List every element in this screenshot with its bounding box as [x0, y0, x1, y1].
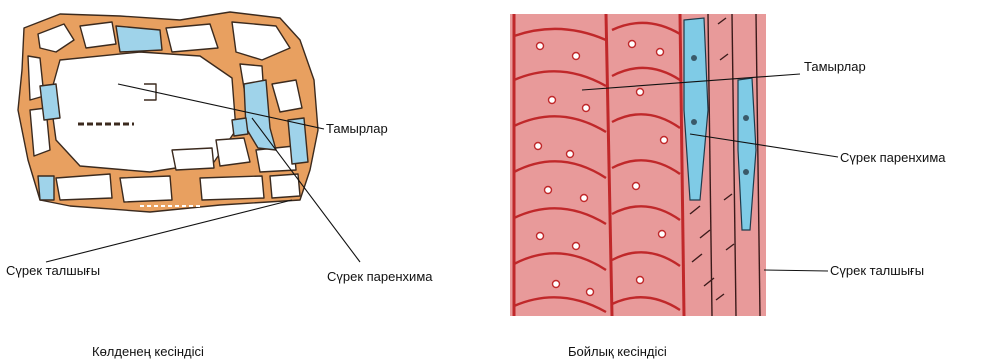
left-label-fiber: Сүрек талшығы	[6, 263, 100, 278]
left-caption: Көлденең кесіндісі	[92, 344, 204, 359]
cross-section-tissue	[18, 12, 318, 212]
right-label-vessels: Тамырлар	[804, 59, 866, 74]
right-label-parenchyma: Сүрек паренхима	[840, 150, 946, 165]
longitudinal-section-tissue	[510, 14, 766, 316]
right-caption: Бойлық кесіндісі	[568, 344, 667, 359]
right-label-fiber: Сүрек талшығы	[830, 263, 924, 278]
left-label-parenchyma: Сүрек паренхима	[327, 269, 433, 284]
left-label-vessels: Тамырлар	[326, 121, 388, 136]
